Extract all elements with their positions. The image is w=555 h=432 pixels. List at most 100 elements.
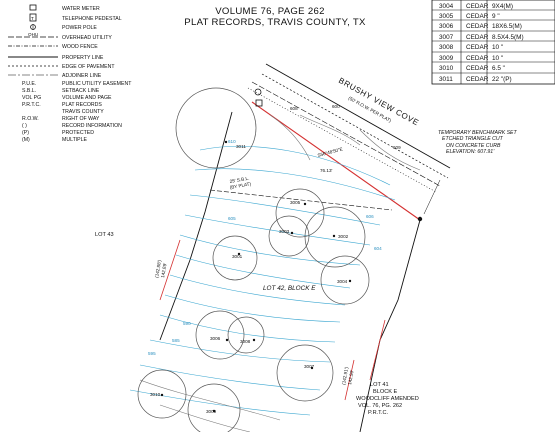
- tree-label: 3010: [150, 392, 161, 397]
- site-plan: BRUSHY VIEW COVE (50' R.O.W. PER PLAT): [95, 63, 518, 432]
- abbr-meaning: SETBACK LINE: [62, 88, 100, 94]
- contour-label: 609: [393, 145, 401, 150]
- lot-41-subdivision: WOODCLIFF AMENDED: [356, 396, 419, 402]
- tree-label: 3005: [290, 200, 301, 205]
- abbr-code: R.O.W.: [22, 116, 39, 122]
- power-pole-marker: [254, 88, 262, 96]
- table-cell-size: 22 "(P): [492, 76, 512, 83]
- street-edge-of-pavement: [261, 73, 449, 179]
- benchmark-marker: [417, 216, 423, 222]
- left-call-measured: 142.89': [160, 262, 168, 278]
- fence-line: [247, 87, 437, 193]
- abbr-code: P.R.T.C.: [22, 102, 41, 108]
- water-meter-icon: [29, 4, 37, 11]
- tree-label: 3007: [304, 364, 315, 369]
- contour-label: 595: [148, 351, 156, 356]
- table-cell-species: CEDAR: [466, 44, 489, 51]
- telephone-pedestal-icon: [29, 13, 37, 22]
- tree-label: 3008: [240, 339, 251, 344]
- table-cell-species: CEDAR: [466, 34, 489, 41]
- tree-canopy-3011: [175, 87, 257, 169]
- street-row-line-north: [265, 63, 451, 169]
- table-cell-size: 9X4(M): [492, 3, 513, 10]
- table-cell-size: 10 ": [492, 55, 503, 62]
- abbr-code: P.U.E.: [22, 81, 36, 87]
- abbreviation-list: P.U.E. PUBLIC UTILITY EASEMENT S.B.L. SE…: [22, 81, 132, 143]
- tree-canopy-3010: [137, 369, 187, 419]
- setback-sub-label: (BY PLAT): [229, 181, 252, 190]
- table-cell-tree-id: 3004: [439, 3, 454, 10]
- abbr-meaning: RECORD INFORMATION: [62, 123, 122, 129]
- legend-label-adjoiner-line: ADJOINER LINE: [62, 73, 102, 79]
- distance-call: 76.13': [320, 168, 332, 173]
- bearing-call: S56°48'50"E: [317, 146, 343, 158]
- setback-label: 25' S.B.L.: [229, 176, 249, 184]
- contour-label: 606: [366, 214, 374, 219]
- setback-line: [209, 189, 393, 211]
- contour-label: 610: [228, 139, 236, 144]
- table-cell-tree-id: 3005: [439, 13, 454, 20]
- tree-label: 3009: [206, 409, 217, 414]
- table-cell-species: CEDAR: [466, 13, 489, 20]
- abbr-meaning: RIGHT OF WAY: [62, 116, 100, 122]
- legend-label-wood-fence: WOOD FENCE: [62, 44, 98, 50]
- abbr-code: ( ): [22, 123, 27, 129]
- legend-label-property-line: PROPERTY LINE: [62, 55, 104, 61]
- benchmark-note: ON CONCRETE CURB: [446, 143, 501, 149]
- tree-table: 3004 CEDAR 9X4(M) 3005 CEDAR 9 " 3006 CE…: [431, 0, 555, 85]
- left-setback-red: [159, 239, 181, 301]
- benchmark-note: TEMPORARY BENCHMARK SET: [438, 130, 518, 136]
- table-cell-species: CEDAR: [466, 55, 489, 62]
- abbr-meaning: MULTIPLE: [62, 137, 88, 143]
- abbr-code: S.B.L.: [22, 88, 36, 94]
- table-cell-size: 6.5 ": [492, 65, 505, 72]
- tree-canopy-3006: [195, 310, 245, 360]
- tree-canopy-3002: [304, 206, 366, 268]
- tree-canopy-3005: [275, 188, 325, 238]
- front-property-line: [251, 101, 421, 221]
- right-call-measured: 142.90': [347, 369, 355, 385]
- table-cell-species: CEDAR: [466, 65, 489, 72]
- legend-label-edge-of-pavement: EDGE OF PAVEMENT: [62, 64, 115, 70]
- table-cell-size: 9 ": [492, 13, 500, 20]
- table-cell-species: CEDAR: [466, 23, 489, 30]
- left-call-record: (142.88'): [154, 259, 162, 278]
- contour-label: 590: [183, 321, 191, 326]
- contour-label: 600: [332, 104, 340, 109]
- table-cell-tree-id: 3007: [439, 34, 454, 41]
- tree-label: 3011: [236, 144, 246, 149]
- abbr-meaning: PUBLIC UTILITY EASEMENT: [62, 81, 132, 87]
- overhead-utility-line: [251, 81, 441, 187]
- contour-lines: [129, 146, 396, 416]
- table-cell-tree-id: 3010: [439, 65, 454, 72]
- tree-label: 3004: [337, 279, 348, 284]
- tree-canopy-3008: [227, 316, 265, 354]
- record-volume-page: VOLUME 76, PAGE 262: [215, 6, 325, 17]
- tree-canopy-3007: [276, 344, 334, 402]
- lot-42-boundary-left: [159, 111, 233, 341]
- telephone-pedestal-marker: [255, 99, 263, 107]
- street-name: BRUSHY VIEW COVE: [337, 76, 420, 128]
- table-cell-size: 18X6.5(M): [492, 23, 522, 30]
- table-cell-tree-id: 3008: [439, 44, 454, 51]
- tree-canopy-3001: [212, 235, 258, 281]
- table-cell-size: 8.5X4.5(M): [492, 34, 524, 41]
- lot-43-label: LOT 43: [95, 232, 114, 238]
- lot-42-boundary-right: [359, 219, 421, 432]
- table-cell-tree-id: 3009: [439, 55, 454, 62]
- benchmark-note: ETCHED TRIANGLE CUT: [442, 136, 504, 142]
- lot-42-label: LOT 42, BLOCK E: [263, 285, 316, 292]
- right-call-record: (142.91'): [341, 366, 349, 385]
- table-cell-size: 10 ": [492, 44, 503, 51]
- tree-points: [160, 140, 352, 413]
- right-setback-red: [369, 319, 386, 381]
- tree-canopies: [137, 87, 370, 432]
- table-cell-species: CEDAR: [466, 3, 489, 10]
- abbr-code: (P): [22, 130, 29, 136]
- legend-label-telephone-pedestal: TELEPHONE PEDESTAL: [62, 16, 122, 22]
- right-setback-red-2: [344, 359, 355, 401]
- table-cell-tree-id: 3011: [439, 76, 453, 83]
- legend-label-power-pole: POWER POLE: [62, 25, 97, 31]
- tree-label: 3003: [279, 229, 290, 234]
